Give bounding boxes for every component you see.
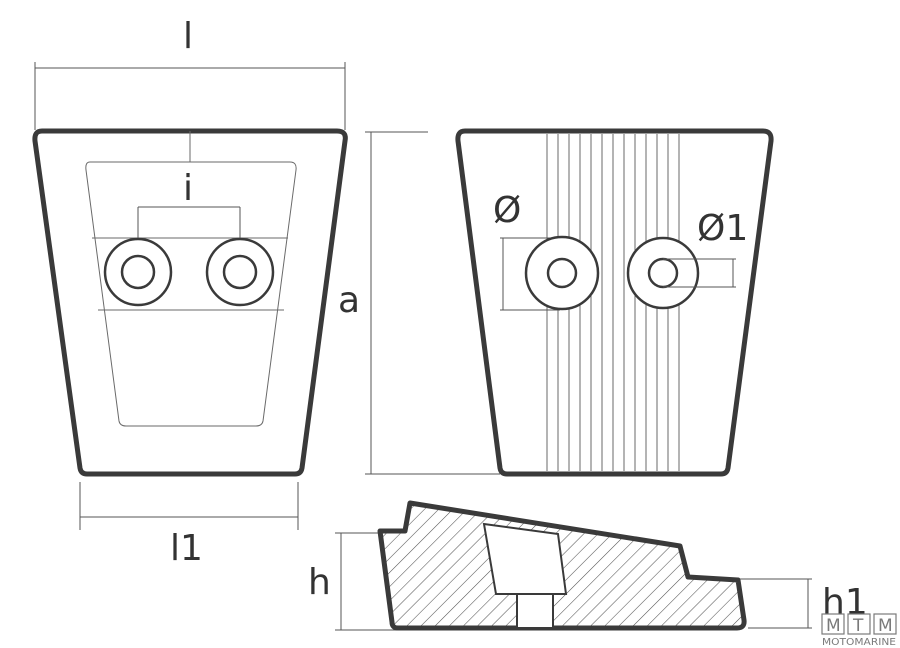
label-dia1: Ø1 — [697, 208, 748, 249]
logo-letter-1: M — [826, 616, 841, 636]
front-inner-recess — [85, 161, 297, 427]
dimension-l1 — [79, 482, 299, 530]
back-view: a Ø — [338, 128, 774, 477]
logo-letter-3: M — [878, 616, 893, 636]
label-h: h — [308, 562, 331, 603]
back-hole-right — [626, 236, 700, 310]
label-l: l — [183, 16, 193, 57]
dimension-h1 — [740, 578, 812, 629]
dimension-l — [34, 62, 346, 130]
back-hole-left — [524, 235, 600, 311]
dimension-h — [335, 532, 400, 631]
label-l1: l1 — [170, 528, 203, 569]
section-bore — [482, 522, 568, 629]
logo-caption: MOTOMARINE — [822, 637, 896, 648]
label-i: i — [183, 168, 193, 209]
front-hole-right — [205, 237, 275, 307]
dimension-dia1 — [663, 258, 736, 288]
front-view: l i l1 — [32, 16, 348, 569]
motomarine-logo: M T M MOTOMARINE — [821, 613, 897, 648]
logo-letter-2: T — [852, 616, 864, 636]
label-dia: Ø — [493, 190, 521, 231]
side-section-view: h h1 — [308, 500, 868, 631]
dimension-a — [365, 131, 500, 475]
label-a: a — [338, 280, 360, 321]
front-hole-left — [103, 237, 173, 307]
back-outline — [455, 128, 774, 477]
